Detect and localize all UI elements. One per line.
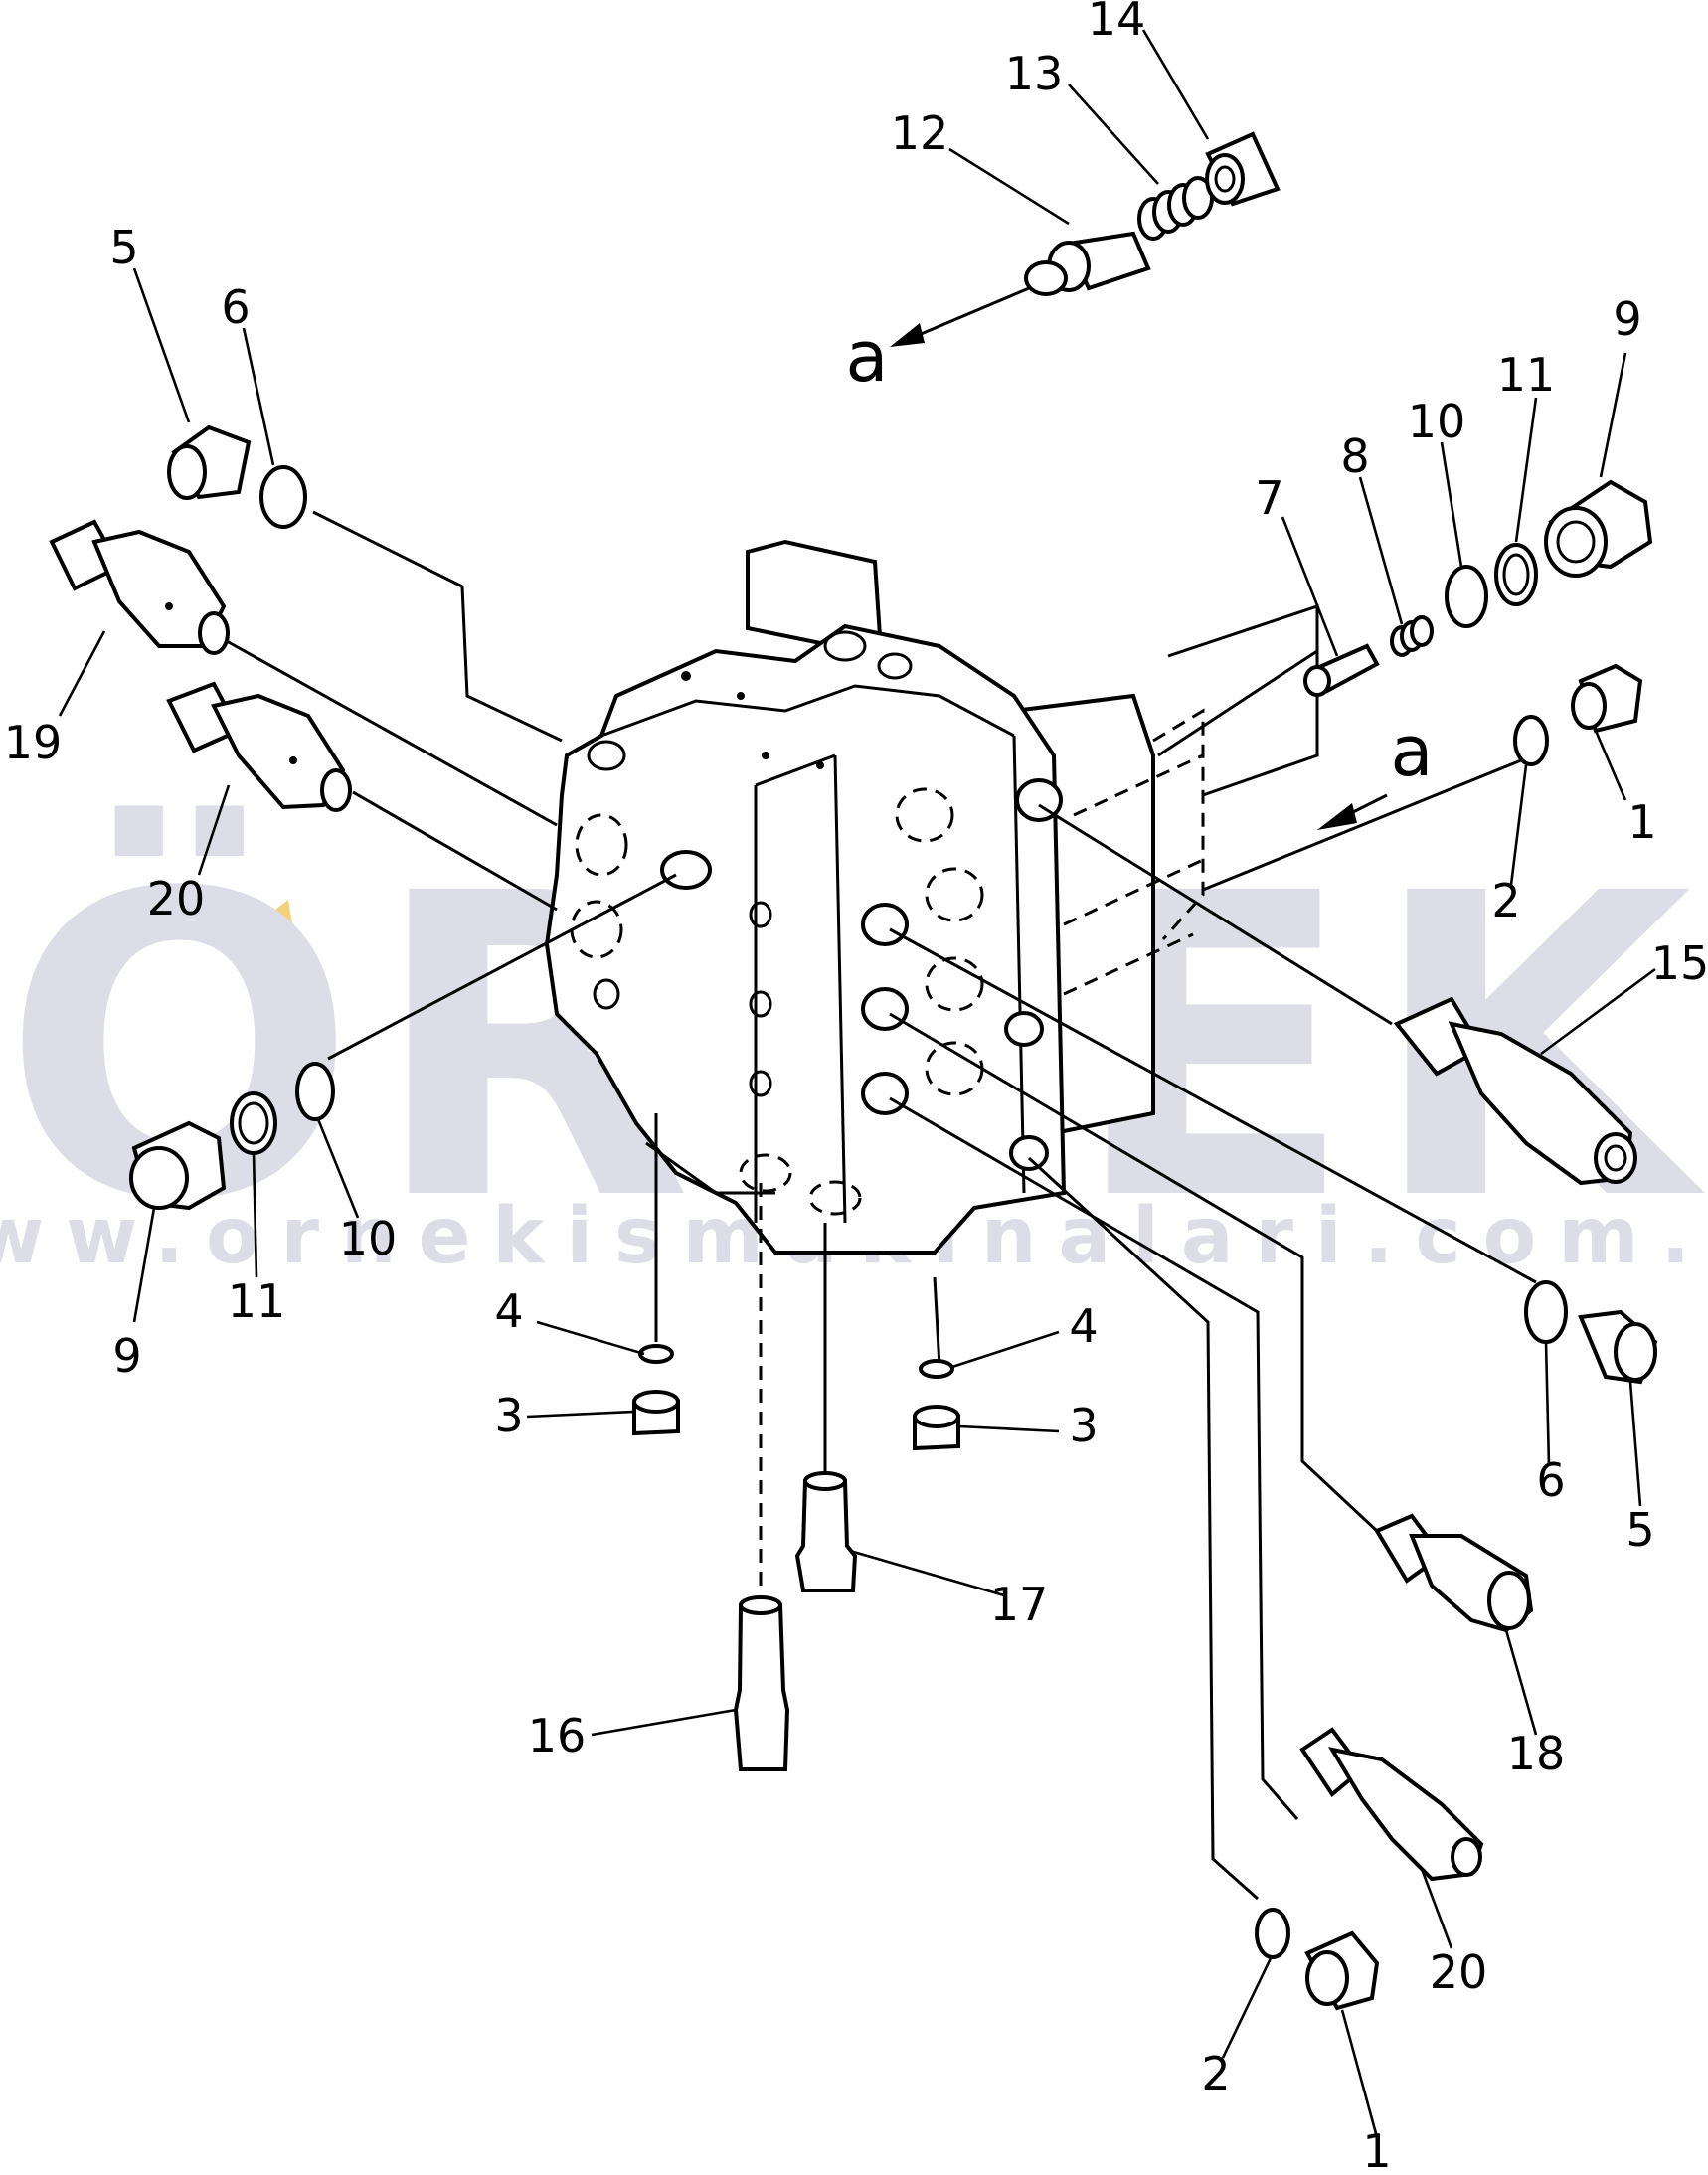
- callout-label: 3: [494, 1389, 523, 1442]
- view-marker-top: a: [846, 316, 889, 398]
- part-4-oring-right: [919, 1359, 954, 1379]
- callout-label: 3: [1069, 1399, 1098, 1452]
- part-3-plug-right: [913, 1405, 960, 1451]
- view-marker-right: a: [1391, 711, 1434, 792]
- watermark-accent-mark: [249, 900, 293, 929]
- valve-body: [544, 539, 1205, 1255]
- part-19-valve: [49, 519, 230, 655]
- callout-label: 4: [494, 1284, 523, 1338]
- part-20-valve-left: [166, 681, 352, 812]
- view-arrow-top: [890, 286, 1030, 347]
- callout-label: 6: [1536, 1453, 1565, 1507]
- part-20-valve-right: [1299, 1727, 1484, 1882]
- callout-label: 9: [112, 1329, 141, 1383]
- callout-label: 16: [528, 1709, 587, 1762]
- callout-label: 2: [1491, 874, 1520, 927]
- callout-label: 14: [1088, 0, 1146, 46]
- callout-label: 17: [990, 1578, 1049, 1631]
- callout-label: 5: [1625, 1503, 1654, 1557]
- view-arrow-right: [1317, 793, 1388, 830]
- callout-label: 6: [221, 280, 250, 334]
- callout-label: 1: [1627, 795, 1656, 849]
- callout-label: 9: [1613, 292, 1641, 346]
- part-12-plunger: [1024, 231, 1151, 296]
- part-9-plug-left: [129, 1120, 227, 1211]
- part-8-spring: [1390, 615, 1434, 657]
- part-2-oring-right-upper: [1513, 715, 1549, 766]
- part-17-valve: [794, 1471, 858, 1592]
- callout-label: 4: [1069, 1299, 1098, 1353]
- callout-label: 10: [1408, 395, 1466, 448]
- callout-label: 20: [147, 872, 206, 925]
- part-16-valve: [733, 1595, 790, 1771]
- watermark-accent-mark: [149, 900, 219, 934]
- callout-label: 20: [1430, 1945, 1488, 1999]
- callout-label: 7: [1255, 471, 1283, 525]
- part-11-ring-left: [230, 1091, 277, 1155]
- part-9-plug-right: [1544, 479, 1653, 578]
- part-1-plug-right-upper: [1571, 663, 1643, 734]
- part-10-oring-right: [1445, 565, 1488, 628]
- part-3-plug-left: [632, 1390, 680, 1436]
- part-14-plug: [1205, 131, 1281, 207]
- callout-label: 2: [1201, 2047, 1230, 2100]
- part-2-oring-right-lower: [1255, 1908, 1290, 1959]
- callout-labels: 14 13 12 5 6 9 11 10 8 7 19 20 1 2 15 9 …: [4, 0, 1708, 2175]
- callout-label: 15: [1651, 936, 1708, 990]
- part-18-valve: [1374, 1513, 1534, 1633]
- callout-label: 12: [891, 106, 949, 160]
- callout-label: 13: [1005, 47, 1064, 100]
- part-6-oring-left: [259, 465, 307, 529]
- part-5-plug-left: [167, 424, 252, 500]
- part-13-spring: [1137, 176, 1214, 241]
- part-15-valve: [1393, 996, 1637, 1186]
- callout-label: 5: [109, 221, 138, 274]
- part-1-plug-right-lower: [1304, 1930, 1380, 2011]
- callout-label: 10: [339, 1212, 398, 1265]
- part-11-ring-right: [1494, 543, 1538, 606]
- callout-label: 11: [1497, 348, 1556, 402]
- callout-label: 8: [1340, 429, 1369, 483]
- part-10-oring-left: [295, 1062, 335, 1121]
- callout-label: 19: [4, 716, 63, 769]
- callout-label: 11: [228, 1274, 286, 1328]
- part-6-oring-right: [1524, 1280, 1568, 1344]
- callout-label: 18: [1507, 1727, 1566, 1780]
- callout-label: 1: [1362, 2124, 1391, 2170]
- part-5-plug-right: [1578, 1309, 1658, 1385]
- part-7-pin: [1303, 643, 1380, 697]
- part-4-oring-left: [638, 1344, 674, 1364]
- callout-leaders: [58, 29, 1656, 2138]
